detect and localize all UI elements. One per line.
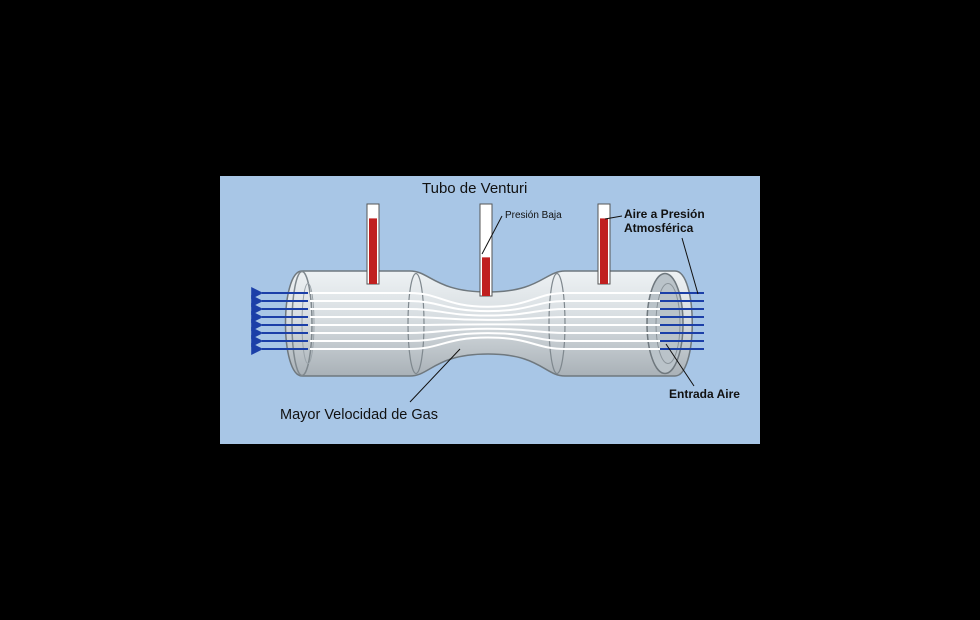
tube-right-opening [646, 272, 684, 375]
manometer-fluid [482, 257, 490, 296]
manometer-right [597, 203, 611, 285]
label-low-pressure: Presión Baja [505, 210, 562, 221]
leader-atmospheric-tube [681, 237, 699, 295]
streamline [310, 327, 660, 334]
venturi-diagram: Tubo de Venturi Presión Baja Aire a Pres… [220, 176, 760, 444]
manometer-center [479, 203, 493, 297]
leader-atmospheric [604, 215, 623, 220]
streamline [310, 308, 660, 317]
label-atmospheric-2: Atmosférica [624, 221, 694, 235]
tube-joint-left [407, 272, 425, 375]
manometer-left [366, 203, 380, 285]
leader-velocity [409, 348, 461, 403]
venturi-figure: Tubo de Venturi Presión Baja Aire a Pres… [220, 176, 760, 444]
streamline [310, 292, 660, 308]
tube-joint-right [548, 272, 566, 375]
manometer-fluid [369, 218, 377, 284]
manometer-fluid [600, 218, 608, 284]
tube-right-inner [655, 283, 681, 364]
label-atmospheric-1: Aire a Presión [624, 207, 705, 221]
streamline [310, 316, 660, 321]
streamline [310, 323, 660, 326]
tube-left-opening [291, 270, 313, 377]
diagram-title: Tubo de Venturi [422, 180, 527, 197]
streamline [310, 332, 660, 342]
flow-lines [251, 287, 704, 355]
label-air-inlet: Entrada Aire [669, 387, 740, 401]
streamline [310, 336, 660, 350]
label-higher-velocity: Mayor Velocidad de Gas [280, 407, 438, 423]
streamline [310, 300, 660, 313]
leader-air-inlet [665, 343, 695, 387]
leader-low-pressure [481, 215, 503, 255]
manometers [366, 203, 611, 297]
tube-left-inner [301, 283, 315, 364]
